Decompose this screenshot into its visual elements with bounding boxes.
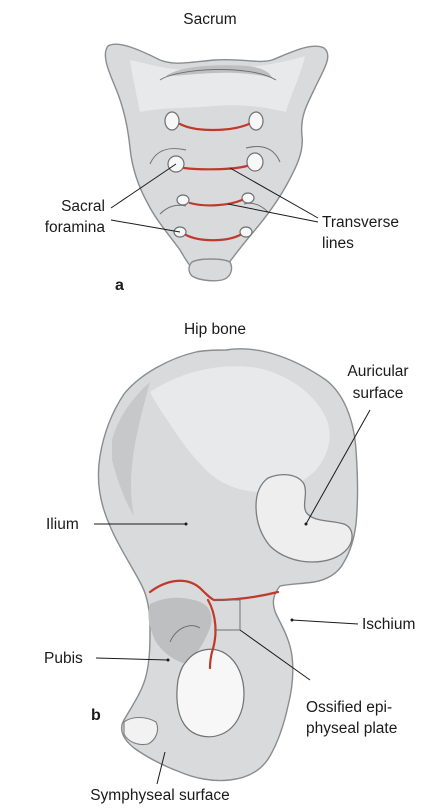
- panel-b-letter: b: [91, 707, 101, 724]
- ossified-label-1: Ossified epi-: [306, 699, 392, 716]
- panel-a-letter: a: [115, 277, 124, 294]
- symphyseal-surface: [124, 718, 158, 745]
- sacral-foramina-label-2: foramina: [45, 219, 106, 236]
- pubis-label: Pubis: [44, 650, 83, 667]
- sacral-foramina-label-1: Sacral: [61, 198, 105, 215]
- transverse-lines-label-1: Transverse: [322, 214, 399, 231]
- panel-b-hip-bone: Hip bone Auricula: [44, 321, 415, 804]
- coccyx: [189, 259, 232, 281]
- ossified-label-2: physeal plate: [306, 720, 397, 737]
- symphyseal-label: Symphyseal surface: [90, 787, 230, 804]
- ilium-label: Ilium: [46, 516, 79, 533]
- transverse-lines-label-2: lines: [322, 235, 354, 252]
- panel-a-sacrum: Sacrum: [45, 11, 399, 294]
- sacrum-title: Sacrum: [183, 11, 236, 28]
- auricular-dot: [305, 523, 308, 526]
- auricular-label-2: surface: [353, 385, 404, 402]
- ischium-dot: [291, 619, 294, 622]
- ischium-label: Ischium: [362, 616, 415, 633]
- pubis-dot: [167, 659, 170, 662]
- auricular-label-1: Auricular: [347, 363, 408, 380]
- leader-ischium: [292, 620, 358, 624]
- ilium-dot: [185, 523, 188, 526]
- hip-bone-title: Hip bone: [184, 321, 246, 338]
